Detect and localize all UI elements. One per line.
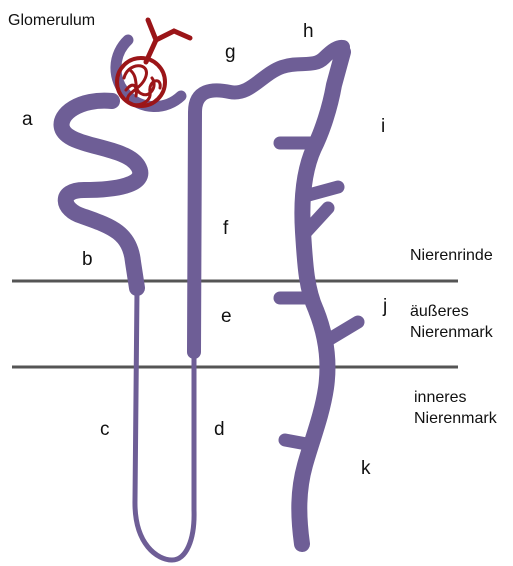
zone-label-inner-medulla: inneres Nierenmark bbox=[414, 388, 497, 430]
segment-label-j: j bbox=[383, 297, 387, 316]
segment-label-d: d bbox=[214, 420, 225, 439]
thin-limb-loop bbox=[135, 290, 194, 560]
segment-label-f: f bbox=[223, 219, 228, 238]
segment-label-c: c bbox=[100, 420, 110, 439]
zone-outer-medulla-line2: Nierenmark bbox=[410, 323, 493, 344]
efferent-arteriole bbox=[156, 31, 190, 40]
duct-branch-lower bbox=[285, 440, 312, 445]
zone-outer-medulla-line1: äußeres bbox=[410, 302, 493, 323]
duct-branch-j-right bbox=[328, 322, 358, 340]
segment-label-k: k bbox=[361, 459, 371, 478]
zone-cortex-text: Nierenrinde bbox=[410, 247, 493, 264]
segment-label-i: i bbox=[381, 117, 385, 136]
duct-branch-upper bbox=[305, 187, 338, 196]
segment-label-h: h bbox=[303, 22, 314, 41]
zone-label-cortex: Nierenrinde bbox=[410, 246, 493, 267]
nephron-tubule bbox=[62, 40, 358, 560]
zone-inner-medulla-line2: Nierenmark bbox=[414, 409, 497, 430]
zone-label-outer-medulla: äußeres Nierenmark bbox=[410, 302, 493, 344]
segment-label-e: e bbox=[221, 307, 232, 326]
segment-label-a: a bbox=[22, 110, 33, 129]
proximal-convoluted-tubule bbox=[62, 101, 141, 288]
zone-inner-medulla-line1: inneres bbox=[414, 388, 497, 409]
segment-label-b: b bbox=[82, 250, 93, 269]
segment-label-g: g bbox=[225, 43, 236, 62]
glomerulum-label: Glomerulum bbox=[8, 13, 95, 29]
